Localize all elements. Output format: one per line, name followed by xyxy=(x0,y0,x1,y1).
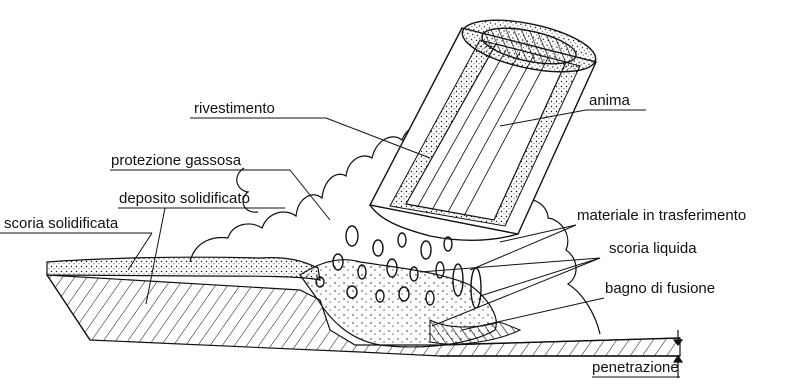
label-deposito-solidificato: deposito solidificato xyxy=(119,190,250,207)
label-anima: anima xyxy=(589,92,630,109)
label-bagno-di-fusione: bagno di fusione xyxy=(605,280,715,297)
label-protezione-gassosa: protezione gassosa xyxy=(111,152,241,169)
electrode xyxy=(370,10,600,240)
solidified-slag xyxy=(47,257,320,280)
label-materiale-in-trasferimento: materiale in trasferimento xyxy=(577,207,746,224)
label-penetrazione: penetrazione xyxy=(592,359,679,376)
label-scoria-liquida: scoria liquida xyxy=(609,240,697,257)
label-scoria-solidificata: scoria solidificata xyxy=(4,215,118,232)
label-rivestimento: rivestimento xyxy=(194,100,275,117)
